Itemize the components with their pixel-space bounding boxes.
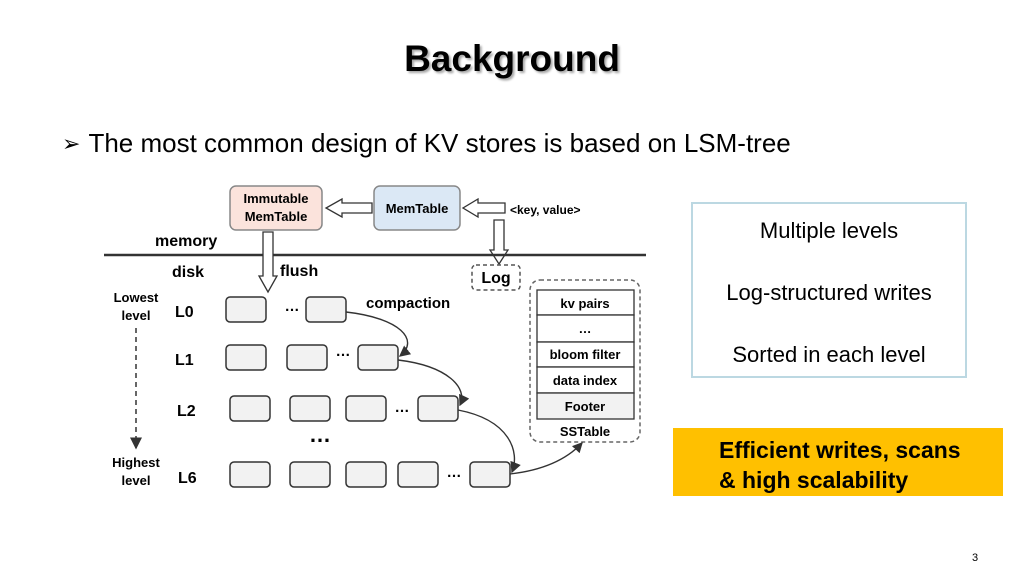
l6-sstable-block (345, 461, 387, 488)
sstable-detail-arrow (509, 442, 583, 475)
memory-label: memory (155, 233, 217, 250)
l0-sstable-block (305, 296, 347, 323)
l1-sstable-block (286, 344, 328, 371)
flush-label: flush (280, 263, 318, 280)
slide-title: Background (404, 38, 620, 79)
l0-ellipsis: … (285, 298, 300, 315)
sstable-label: SSTable (560, 424, 610, 439)
immutable-memtable-label-2: MemTable (245, 209, 308, 224)
info-line: Sorted in each level (732, 342, 926, 367)
memtable-label: MemTable (386, 201, 449, 216)
log-box (471, 264, 521, 291)
sstable-row-label: … (579, 321, 592, 336)
flush-arrow (257, 231, 279, 294)
highest-level-label-2: level (122, 473, 151, 488)
l2-ellipsis: … (395, 399, 410, 416)
arrow-bullet-icon: ➢ (62, 130, 81, 156)
key-value-arrow (461, 197, 506, 219)
sstable-row-label: kv pairs (560, 296, 609, 311)
level-label-l0: L0 (175, 304, 194, 321)
compaction-arrow-l1-l2 (397, 359, 470, 407)
highlight-line: Efficient writes, scans (719, 437, 961, 463)
compaction-arrow-l0-l1 (345, 311, 412, 357)
bullet-point: ➢ The most common design of KV stores is… (62, 128, 791, 159)
info-line: Multiple levels (759, 218, 899, 243)
l2-sstable-block (229, 395, 271, 422)
l6-sstable-block (289, 461, 331, 488)
info-line: Log-structured writes (726, 280, 932, 305)
compaction-label: compaction (366, 295, 450, 312)
sstable-row-label: Footer (565, 399, 605, 414)
sstable-row-bloom-filter (536, 341, 635, 368)
l1-sstable-block (357, 344, 399, 371)
levels-gap-ellipsis: … (309, 422, 331, 447)
bullet-text: The most common design of KV stores is b… (88, 128, 791, 158)
sstable-row-kv-pairs (536, 289, 635, 316)
l1-ellipsis: … (336, 343, 351, 360)
l1-sstable-block (225, 344, 267, 371)
memtable-to-immutable-arrow (324, 197, 373, 219)
lowest-level-label-2: level (122, 308, 151, 323)
l6-sstable-block (397, 461, 439, 488)
page-number: 3 (972, 552, 979, 564)
immutable-memtable-label-1: Immutable (243, 191, 308, 206)
sstable-row-label: bloom filter (550, 347, 621, 362)
l6-ellipsis: … (447, 464, 462, 481)
key-value-label: <key, value> (510, 203, 581, 217)
l6-sstable-block (469, 461, 511, 488)
sstable-row-footer (536, 392, 635, 420)
level-label-l6: L6 (178, 470, 197, 487)
l6-sstable-block (229, 461, 271, 488)
compaction-arrow-l2-l6 (457, 409, 521, 474)
lowest-level-label-1: Lowest (114, 290, 159, 305)
sstable-row-data-index (536, 366, 635, 394)
l2-sstable-block (289, 395, 331, 422)
sstable-row-ellipsis (536, 314, 635, 343)
highlight-line: & high scalability (719, 467, 909, 493)
sstable-row-label: data index (553, 373, 618, 388)
l0-sstable-block (225, 296, 267, 323)
memtable-box (373, 185, 461, 231)
level-label-l2: L2 (177, 403, 196, 420)
l2-sstable-block (417, 395, 459, 422)
benefits-highlight: Efficient writes, scans & high scalabili… (673, 428, 1003, 496)
disk-label: disk (172, 264, 204, 281)
log-label: Log (481, 270, 510, 287)
immutable-memtable-box (229, 185, 323, 231)
log-write-arrow (488, 219, 510, 266)
level-label-l1: L1 (175, 352, 194, 369)
l2-sstable-block (345, 395, 387, 422)
highest-level-label-1: Highest (112, 455, 160, 470)
lsm-properties-box: Multiple levels Log-structured writes So… (691, 202, 967, 378)
